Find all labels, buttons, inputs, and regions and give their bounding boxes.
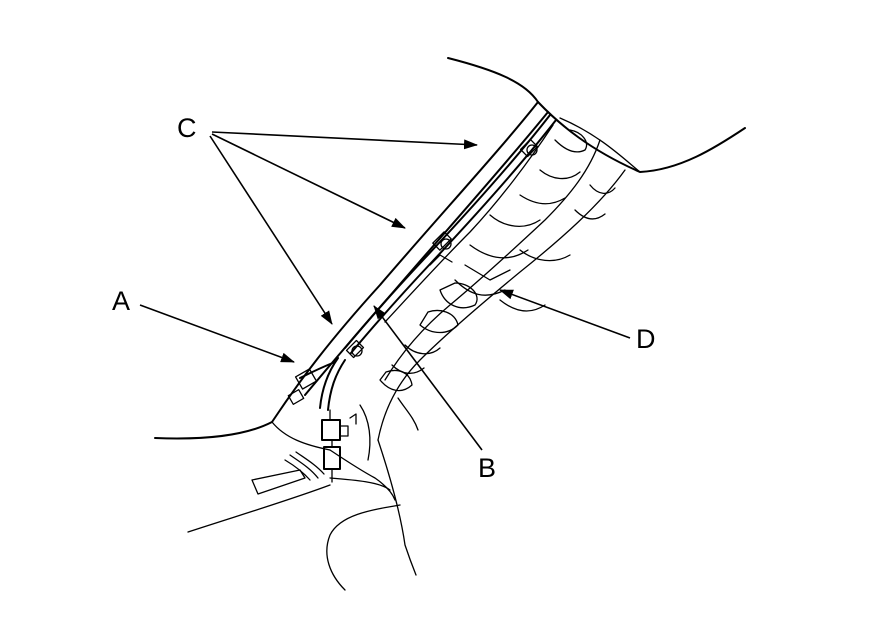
harness-connectors	[287, 357, 357, 483]
panel-details	[359, 129, 616, 461]
clip-lower	[345, 339, 365, 359]
leader-d	[499, 289, 631, 339]
callout-c: C	[177, 113, 197, 143]
leader-b	[373, 305, 483, 451]
roof-lining-seam	[344, 114, 557, 354]
retaining-clips	[345, 138, 539, 359]
leader-c-2	[211, 133, 406, 229]
callout-b: B	[478, 453, 496, 483]
clip-upper	[519, 138, 539, 158]
callout-labels: A B C D	[112, 113, 656, 483]
callout-a: A	[112, 286, 130, 316]
lower-body	[187, 451, 401, 591]
leader-a	[139, 304, 295, 363]
leader-c-3	[209, 135, 333, 325]
leader-lines	[139, 131, 631, 451]
callout-d: D	[636, 324, 656, 354]
pillar-outer-edge	[154, 101, 549, 440]
clip-middle	[432, 231, 452, 251]
leader-c-1	[211, 131, 478, 150]
